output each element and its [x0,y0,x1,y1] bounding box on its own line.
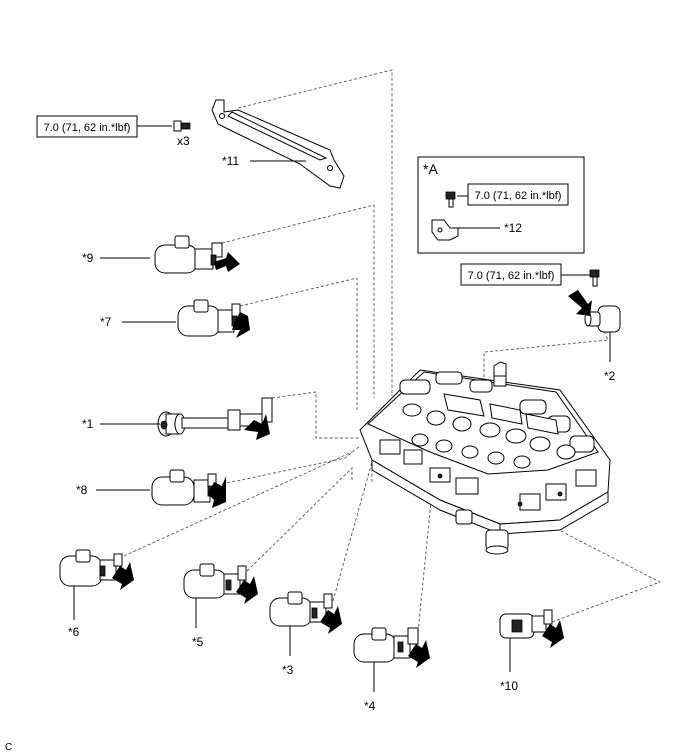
label-part-3: *3 [282,663,294,677]
label-part-6: *6 [68,625,80,639]
solenoid-part-5 [183,563,247,599]
torque-spec-text: 7.0 (71, 62 in.*lbf) [44,122,131,134]
arrow-icon [568,290,592,316]
label-part-11: *11 [222,154,239,168]
label-part-9: *9 [82,251,94,265]
figure-code: C [5,742,12,753]
solenoid-part-9 [154,235,223,274]
torque-spec-box-right: 7.0 (71, 62 in.*lbf) [460,263,600,287]
bolt-icon [589,269,600,287]
torque-spec-text-a: 7.0 (71, 62 in.*lbf) [475,190,562,202]
label-part-10: *10 [500,679,518,693]
bolt-icon [445,191,456,208]
bolt-icon [173,120,191,132]
solenoid-part-10 [499,609,553,639]
detail-a-box: *A 7.0 (71, 62 in.*lbf) *12 [417,156,585,254]
label-part-5: *5 [192,635,204,649]
arrow-icon [320,606,342,634]
label-part-2: *2 [604,369,616,383]
solenoid-part-3 [269,591,333,627]
arrow-icon [112,562,134,590]
arrow-icon [214,252,240,272]
arrow-icon [408,640,430,668]
label-part-4: *4 [364,699,376,713]
bracket-plate-part [211,99,345,189]
arrow-icon [232,312,250,338]
assembly-guide-lines [123,69,662,633]
torque-spec-box-main: 7.0 (71, 62 in.*lbf) [36,115,172,138]
clamp-bracket-part [431,219,459,241]
solenoid-part-6 [59,549,123,587]
arrow-icon [208,476,226,508]
arrow-icon [542,620,564,648]
label-part-12: *12 [504,221,522,235]
label-part-8: *8 [76,483,88,497]
solenoid-part-4 [353,627,419,663]
solenoid-part-8 [151,469,217,506]
detail-a-label: *A [423,161,438,177]
torque-spec-text-right: 7.0 (71, 62 in.*lbf) [468,270,555,282]
arrow-icon [236,576,258,604]
label-part-7: *7 [100,315,112,329]
quantity-label: x3 [177,134,190,148]
solenoid-part-7 [177,299,241,337]
arrow-icon [244,414,270,440]
valve-body-assembly [359,361,611,555]
label-part-1: *1 [82,417,94,431]
